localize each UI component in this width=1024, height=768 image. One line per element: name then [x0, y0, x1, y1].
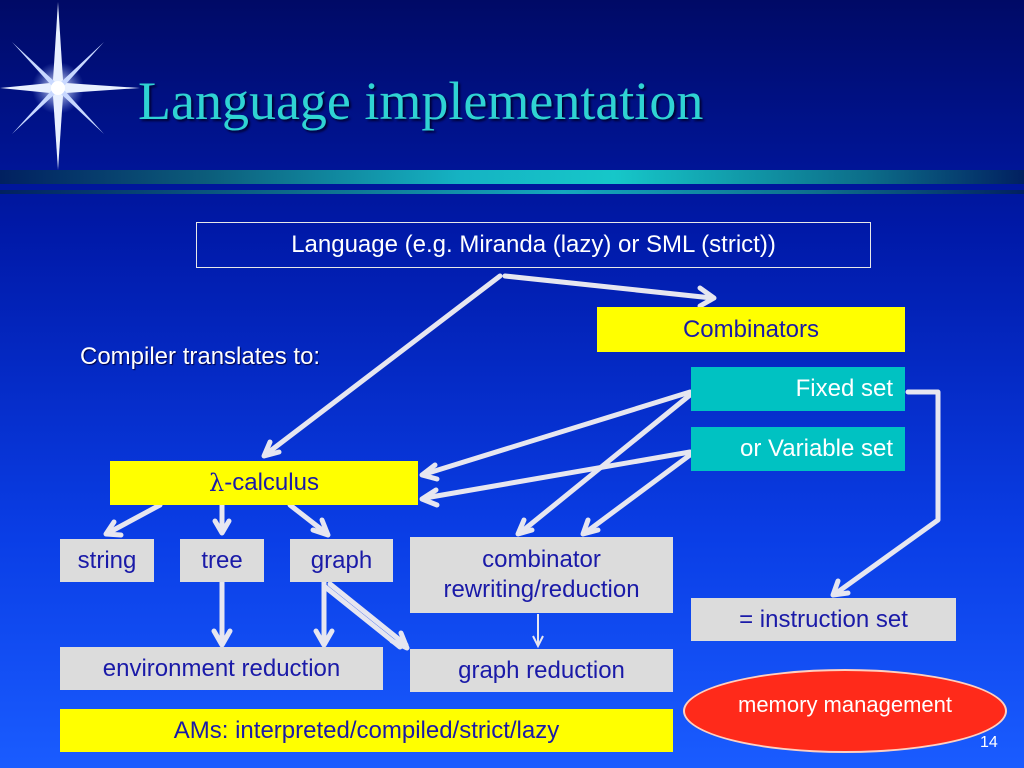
graph-reduction-box: graph reduction — [410, 649, 673, 692]
arrow-variableset-to-combinator — [582, 452, 693, 536]
variable-set-box: or Variable set — [691, 427, 905, 471]
language-box: Language (e.g. Miranda (lazy) or SML (st… — [196, 222, 871, 268]
memory-management-ellipse: memory management — [683, 669, 1007, 753]
lambda-symbol: λ — [209, 469, 225, 497]
arrow-variableset-to-lambda — [422, 449, 693, 501]
lambda-text: -calculus — [224, 469, 319, 496]
arrow-fixedset-to-combinator — [517, 392, 693, 536]
string-box: string — [60, 539, 154, 582]
arrow-language-to-combinators — [502, 273, 715, 301]
environment-reduction-box: environment reduction — [60, 647, 383, 690]
star-icon — [0, 2, 140, 170]
tree-box: tree — [180, 539, 264, 582]
lambda-calculus-box: λ-calculus — [110, 461, 418, 505]
title-divider-thin — [0, 190, 1024, 194]
title-divider — [0, 170, 1024, 184]
fixed-set-box: Fixed set — [691, 367, 905, 411]
arrow-lambda-to-string — [105, 502, 163, 536]
arrow-lambda-to-graph — [287, 502, 329, 536]
ams-box: AMs: interpreted/compiled/strict/lazy — [60, 709, 673, 752]
page-number: 14 — [980, 734, 998, 751]
arrow-language-to-lambda — [262, 273, 503, 458]
slide-title: Language implementation — [138, 71, 704, 131]
arrow-fixedset-to-instruction-set — [832, 389, 941, 597]
arrow-graph-to-graph-reduction — [327, 581, 409, 648]
graph-box: graph — [290, 539, 393, 582]
combinators-box: Combinators — [597, 307, 905, 352]
instruction-set-box: = instruction set — [691, 598, 956, 641]
compiler-label: Compiler translates to: — [80, 343, 321, 370]
combinator-rewriting-box: combinator rewriting/reduction — [410, 537, 673, 613]
arrow-fixedset-to-lambda — [422, 389, 693, 477]
